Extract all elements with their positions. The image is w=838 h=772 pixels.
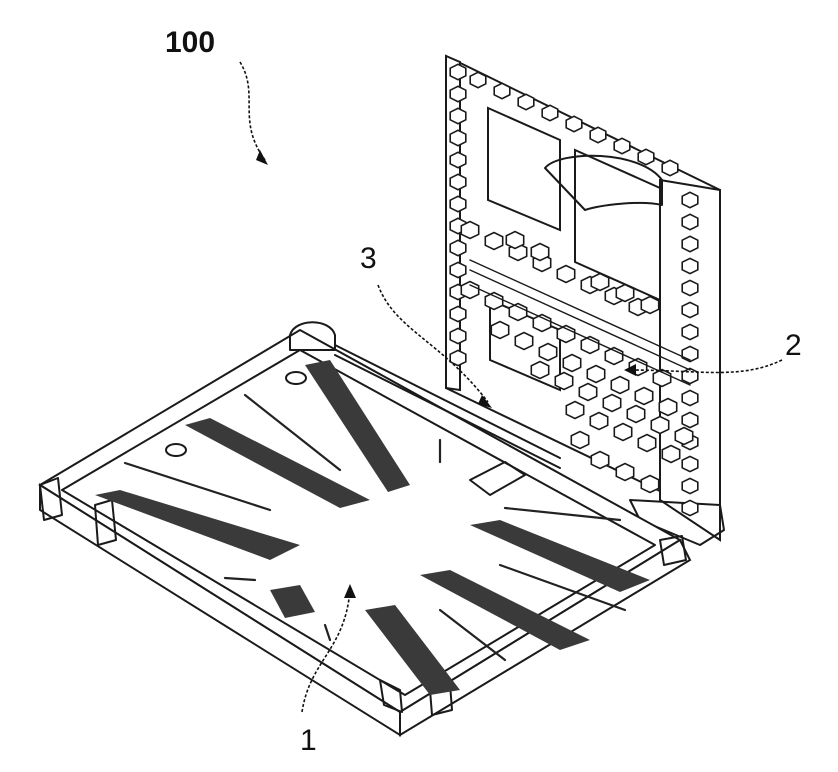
hex-cell	[450, 350, 466, 365]
hex-cell	[518, 94, 534, 109]
hex-cell	[494, 83, 510, 98]
hex-cell	[450, 64, 466, 79]
hex-cell	[557, 266, 574, 283]
hex-cell	[563, 355, 580, 372]
hex-cell	[682, 478, 698, 493]
hex-cell	[641, 297, 658, 314]
hex-cell	[566, 116, 582, 131]
hex-cell	[614, 424, 631, 441]
hex-cell	[591, 274, 608, 291]
hex-cell	[682, 390, 698, 405]
hex-cell	[682, 192, 698, 207]
hex-cell	[461, 282, 478, 299]
hex-cell	[651, 417, 668, 434]
hex-cell	[450, 108, 466, 123]
hex-cell	[682, 258, 698, 273]
hex-cell	[450, 130, 466, 145]
hex-cell	[531, 244, 548, 261]
hex-cell	[555, 373, 572, 390]
label-assembly: 100	[165, 26, 215, 59]
hex-cell	[603, 395, 620, 412]
hex-cell	[450, 328, 466, 343]
hex-cell	[491, 322, 508, 339]
hex-cell	[638, 435, 655, 452]
hex-cell	[682, 214, 698, 229]
hex-cell	[566, 402, 583, 419]
label-base-tray: 1	[300, 724, 317, 757]
hex-cell	[616, 464, 633, 481]
hex-cell	[579, 384, 596, 401]
hex-cell	[485, 233, 502, 250]
label-back-panel: 2	[785, 329, 802, 362]
hex-cell	[450, 306, 466, 321]
hex-cell	[542, 105, 558, 120]
hex-cell	[470, 72, 486, 87]
hex-cell	[662, 160, 678, 175]
hex-cell	[682, 236, 698, 251]
hex-cell	[682, 280, 698, 295]
hex-cell	[675, 428, 692, 445]
hex-cell	[682, 412, 698, 427]
hex-cell	[682, 456, 698, 471]
hex-cell	[682, 500, 698, 515]
hex-cell	[450, 262, 466, 277]
hex-cell	[591, 452, 608, 469]
hex-cell	[682, 324, 698, 339]
hex-cell	[485, 293, 502, 310]
hex-cell	[515, 333, 532, 350]
hex-cell	[641, 476, 658, 493]
hex-cell	[450, 86, 466, 101]
hex-cell	[616, 285, 633, 302]
hex-cell	[590, 127, 606, 142]
hex-cell	[450, 196, 466, 211]
hex-cell	[450, 174, 466, 189]
hex-cell	[571, 432, 588, 449]
hex-cell	[662, 446, 679, 463]
hex-cell	[611, 377, 628, 394]
hex-cell	[450, 240, 466, 255]
hex-cell	[627, 406, 644, 423]
hex-cell	[461, 222, 478, 239]
hex-cell	[682, 302, 698, 317]
hex-cell	[506, 232, 523, 249]
hex-cell	[590, 413, 607, 430]
hex-cell	[659, 399, 676, 416]
hex-cell	[614, 138, 630, 153]
hex-cell	[635, 388, 652, 405]
hex-cell	[531, 362, 548, 379]
hex-cell	[450, 152, 466, 167]
hex-cell	[638, 149, 654, 164]
hex-cell	[539, 344, 556, 361]
label-hinge: 3	[360, 242, 377, 275]
hex-cell	[587, 366, 604, 383]
